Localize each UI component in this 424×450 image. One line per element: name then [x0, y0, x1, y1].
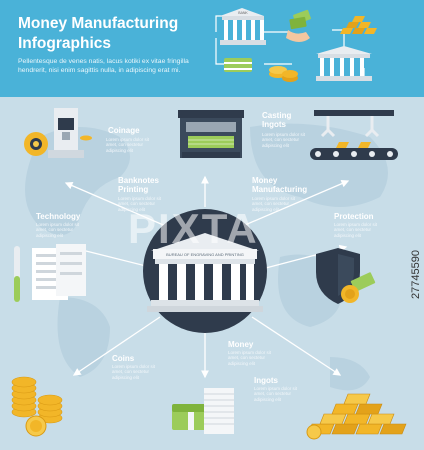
arrow-to-casting [244, 179, 350, 226]
protection-text: Lorem ipsum dolor sit amet, con sectetur… [334, 222, 378, 238]
arrow-to-coinage [64, 181, 169, 228]
coins-label: Coins [112, 354, 135, 363]
stock-id: 27745590 [410, 250, 422, 299]
header-flow-illustration: BANK [215, 8, 377, 82]
technology-text: Lorem ipsum dolor sit amet, con sectetur… [36, 222, 80, 238]
bank-sign-text: BANK [238, 11, 248, 15]
casting-ingots-text: Lorem ipsum dolor sit amet, con sectetur… [262, 132, 306, 148]
banknotes-printing-text: Lorem ipsum dolor sit amet, con sectetur… [118, 196, 162, 212]
money-bundles-icon [172, 388, 234, 434]
treasury-building-icon [316, 46, 372, 81]
technology-lab-icon [14, 244, 86, 302]
gold-ingot-pile-icon [306, 393, 407, 440]
technology-label: Technology [36, 212, 81, 221]
ingots-label: Ingots [254, 376, 278, 385]
money-manufacturing-text: Lorem ipsum dolor sit amet, con sectetur… [252, 196, 296, 212]
coinage-text: Lorem ipsum dolor sit amet, con sectetur… [106, 137, 150, 153]
cash-stack-icon [224, 58, 252, 72]
coin-stacks-icon [11, 376, 63, 437]
banknotes-printing-label: Banknotes Printing [118, 176, 159, 194]
gold-bars-icon [340, 16, 377, 34]
casting-conveyor-icon [310, 110, 398, 160]
bureau-sign: BUREAU OF ENGRAVING AND PRINTING [166, 252, 244, 257]
casting-ingots-label: Casting Ingots [262, 111, 292, 129]
header-description: Pellentesque de venes natis, lacus kotik… [18, 58, 189, 74]
protection-shield-icon [316, 248, 376, 304]
money-text: Lorem ipsum dolor sit amet, con sectetur… [228, 350, 272, 366]
coin-stack-icon [269, 66, 298, 82]
title-line-1: Money Manufacturing [18, 15, 179, 32]
coinage-machine-icon [24, 108, 92, 158]
coins-text: Lorem ipsum dolor sit amet, con sectetur… [112, 364, 156, 380]
banknote-printing-machine-icon [178, 110, 244, 158]
protection-label: Protection [334, 212, 374, 221]
arrow-to-ingots [251, 316, 342, 376]
page-title: Money Manufacturing Infographics [18, 14, 208, 54]
money-manufacturing-label: Money Manufacturing [252, 176, 308, 194]
hand-with-cash-icon [286, 9, 311, 42]
center-bureau-illustration: BUREAU OF ENGRAVING AND PRINTING [143, 209, 267, 333]
ingots-text: Lorem ipsum dolor sit amet, con sectetur… [254, 386, 298, 402]
pixta-watermark: PIXTA [128, 205, 259, 252]
title-line-2: Infographics [18, 35, 112, 52]
connector-arrows [64, 175, 350, 379]
coinage-label: Coinage [108, 126, 140, 135]
arrow-to-coins [72, 316, 161, 376]
money-label: Money [228, 340, 254, 349]
bank-building-icon: BANK [220, 8, 266, 45]
